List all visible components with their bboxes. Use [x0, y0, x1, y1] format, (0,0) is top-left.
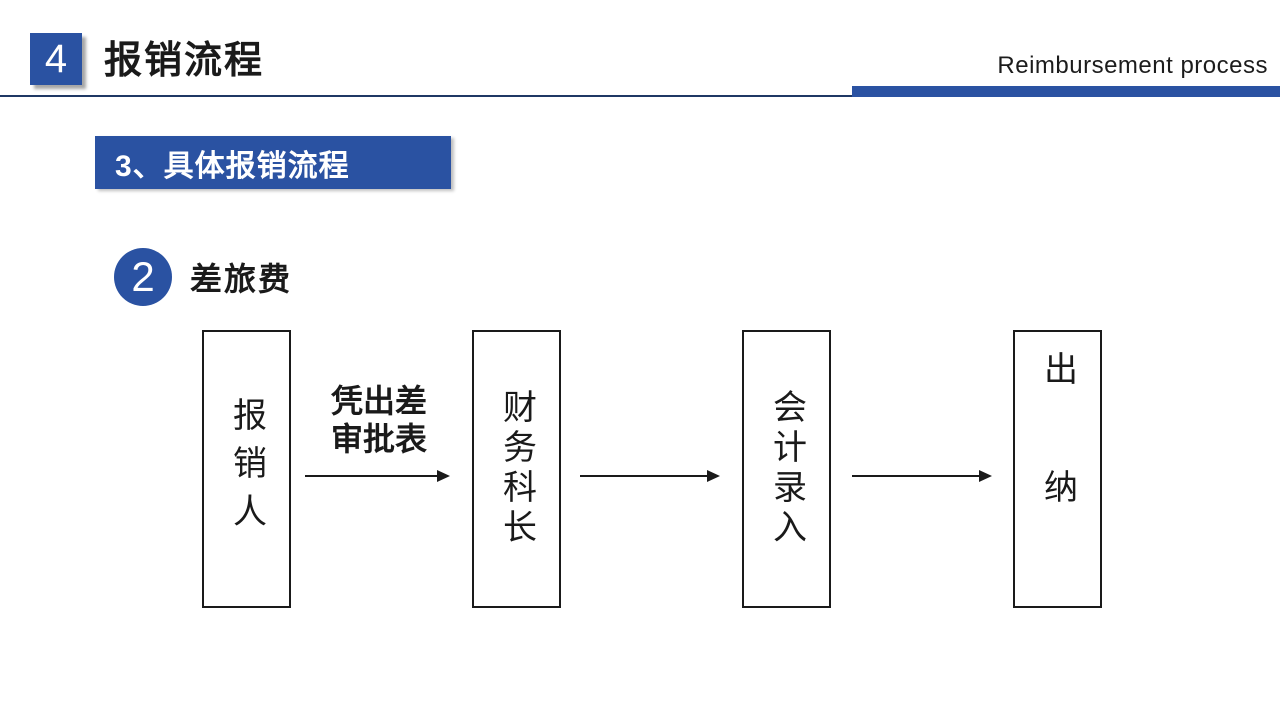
step-label: 差旅费: [190, 261, 293, 297]
flow-node-reimburser: 报销人: [202, 330, 291, 608]
flow-node-label: 会计录入: [767, 389, 806, 549]
section-number: 4: [44, 37, 68, 81]
flow-node-accounting-entry: 会计录入: [742, 330, 831, 608]
flow-arrow-2-icon: [580, 470, 720, 482]
section-banner: 3、具体报销流程: [95, 136, 451, 189]
section-number-badge: 4: [30, 33, 82, 85]
flow-node-label: 财务科长: [497, 389, 536, 549]
flow-node-label: 报销人: [227, 397, 266, 541]
step-number: 2: [131, 253, 155, 300]
subtitle-english: Reimbursement process: [997, 52, 1268, 79]
flow-node-cashier: 出纳: [1013, 330, 1102, 608]
page-title: 报销流程: [104, 39, 265, 82]
header-accent-bar: [852, 86, 1280, 97]
arrow-label: 凭出差 审批表: [330, 383, 427, 457]
flow-arrow-1-icon: [305, 470, 450, 482]
flow-node-finance-chief: 财务科长: [472, 330, 561, 608]
flow-node-label: 出纳: [1038, 351, 1077, 587]
flow-arrow-3-icon: [852, 470, 992, 482]
section-banner-label: 3、具体报销流程: [115, 149, 350, 183]
step-number-badge: 2: [114, 248, 172, 306]
header-rule: [0, 95, 1280, 97]
